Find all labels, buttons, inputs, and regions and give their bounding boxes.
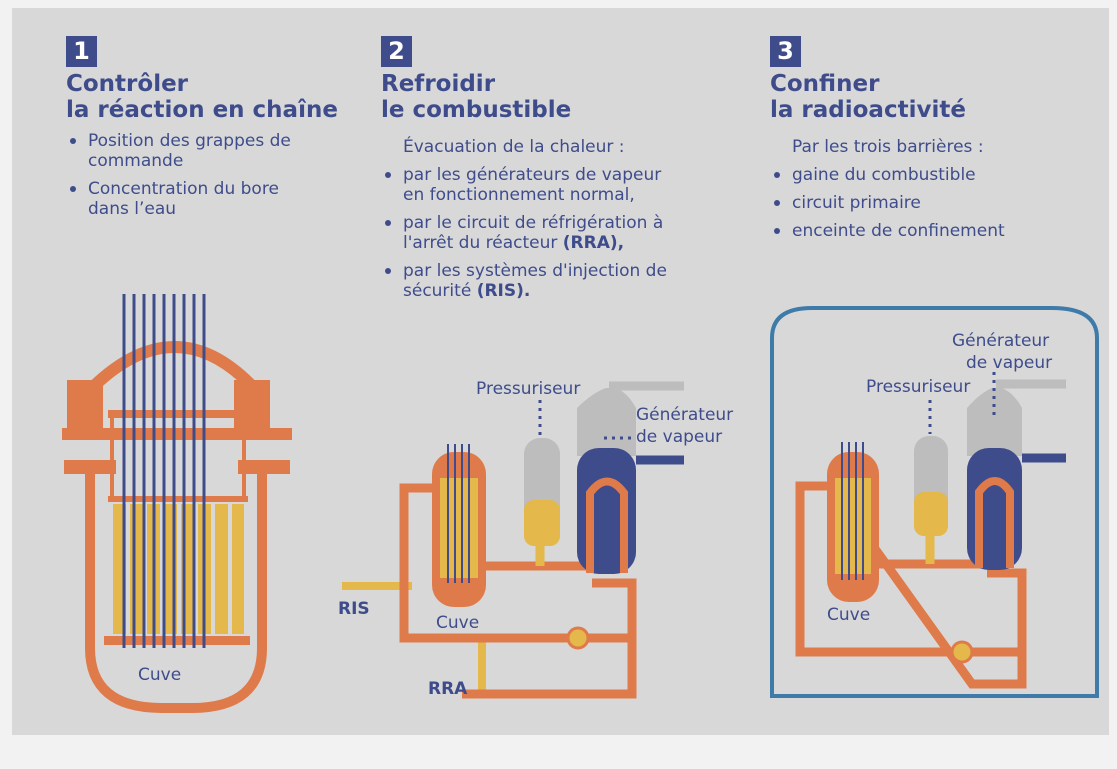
primary-pump: [566, 626, 590, 650]
bullet-list: gaine du combustible circuit primaire en…: [770, 165, 1070, 241]
section-title-line1: Confiner: [770, 71, 880, 97]
section-title: Contrôler la réaction en chaîne: [66, 71, 338, 123]
infographic-panel: 1 Contrôler la réaction en chaîne Positi…: [12, 8, 1109, 735]
upper-plate: [108, 410, 248, 418]
vessel-core: [440, 478, 478, 578]
section-number: 3: [770, 36, 801, 67]
left-nozzle: [64, 460, 116, 474]
sg-outlet-pipe: [987, 568, 1027, 652]
sg-u-tube: [586, 477, 628, 573]
section-title-line1: Contrôler: [66, 71, 189, 97]
pressuriseur-label: Pressuriseur: [866, 377, 970, 397]
sg-dome: [967, 388, 1022, 428]
section-title: Refroidir le combustible: [381, 71, 681, 123]
reactor-diagrams: Cuve Pressuriseur: [62, 294, 1099, 713]
sg-outlet-pipe: [592, 578, 637, 638]
cuve-label: Cuve: [827, 605, 870, 625]
vessel-rods: [841, 442, 864, 580]
section-number: 1: [66, 36, 97, 67]
bullet-item: circuit primaire: [770, 193, 1070, 213]
cuve-label: Cuve: [138, 665, 181, 685]
core-support-plate: [104, 636, 250, 645]
cold-leg-pipe: [795, 481, 1027, 689]
generateur-label-line1: Générateur: [636, 405, 733, 425]
bullet-item: par les générateurs de vapeur en fonctio…: [381, 165, 681, 205]
primary-circuit-diagram: Pressuriseur Générateur de vapeur Cuve R…: [338, 379, 733, 699]
section-number: 2: [381, 36, 412, 67]
sg-dome: [577, 388, 636, 428]
section-title-line2: le combustible: [381, 97, 572, 123]
bullet-list: Position des grappes de commande Concent…: [66, 131, 306, 219]
section-3: 3 Confiner la radioactivité Par les troi…: [770, 36, 1070, 241]
vessel-core: [835, 478, 871, 574]
section-intro: Évacuation de la chaleur :: [403, 137, 625, 157]
fuel-assembly: [215, 504, 228, 634]
vessel-rods: [447, 444, 470, 583]
control-rods: [122, 294, 206, 648]
section-intro: Par les trois barrières :: [792, 137, 984, 157]
containment-diagram: Pressuriseur Générateur de vapeur Cuve: [770, 306, 1099, 698]
right-flange: [234, 380, 270, 428]
rra-label: RRA: [428, 679, 468, 699]
bullet-item: Concentration du bore dans l’eau: [66, 179, 306, 219]
pressuriseur-label: Pressuriseur: [476, 379, 580, 399]
section-title-line2: la réaction en chaîne: [66, 97, 338, 123]
section-title-line1: Refroidir: [381, 71, 496, 97]
right-nozzle: [238, 460, 290, 474]
section-1: 1 Contrôler la réaction en chaîne Positi…: [66, 36, 338, 219]
sg-u-tube: [975, 477, 1014, 568]
bullet-item: Position des grappes de commande: [66, 131, 306, 171]
section-2: 2 Refroidir le combustible Évacuation de…: [381, 36, 681, 301]
bullet-item: par le circuit de réfrigération à l'arrê…: [381, 213, 681, 253]
vessel-rim: [62, 428, 292, 440]
pressurizer-water: [914, 492, 948, 536]
bullet-item: par les systèmes d'injection de sécurité…: [381, 261, 681, 301]
reactor-vessel-diagram: Cuve: [62, 294, 292, 713]
section-title: Confiner la radioactivité: [770, 71, 1070, 123]
primary-pump: [950, 640, 974, 664]
core-top-plate: [108, 496, 248, 502]
generateur-label-line2: de vapeur: [966, 353, 1052, 373]
fuel-assembly: [130, 504, 143, 634]
generateur-label-line1: Générateur: [952, 331, 1049, 351]
bullet-item: enceinte de confinement: [770, 221, 1070, 241]
bullet-list: par les générateurs de vapeur en fonctio…: [381, 165, 681, 301]
vessel-wall: [85, 470, 267, 713]
section-title-line2: la radioactivité: [770, 97, 966, 123]
bullet-item: gaine du combustible: [770, 165, 1070, 185]
cuve-label: Cuve: [436, 613, 479, 633]
generateur-label-line2: de vapeur: [636, 427, 722, 447]
fuel-assembly: [232, 504, 244, 634]
containment-wall: [770, 306, 1099, 698]
ris-label: RIS: [338, 599, 370, 619]
pressurizer-water: [524, 500, 560, 546]
